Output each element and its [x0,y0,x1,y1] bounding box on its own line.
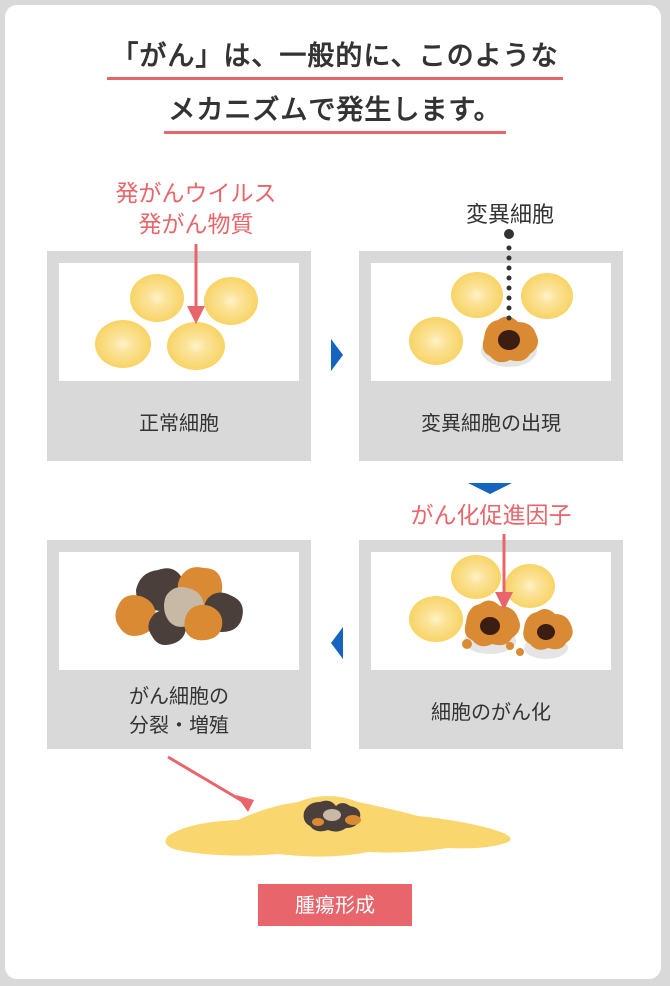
label-mutant-cell: 変異細胞 [465,203,554,228]
title-line-1: 「がん」は、一般的に、このような [0,34,670,80]
cancer-cell-cluster [115,567,243,645]
title-line-2: メカニズムで発生します。 [0,88,670,134]
label-carcinogen-virus: 発がんウイルス [115,181,277,207]
mutation-cells [409,272,573,367]
tumor-formation-badge: 腫瘍形成 [258,884,412,926]
panel-division-label-2: 分裂・増殖 [129,713,229,737]
carcinogen-arrow [187,244,205,324]
normal-cells [95,274,258,370]
panel-division-label-1: がん細胞の [129,684,229,708]
promoter-arrow [495,534,513,610]
tumor-arrow [167,755,254,812]
panel-normal-label: 正常細胞 [139,411,219,435]
flow-arrow-down [468,483,512,494]
mutant-cell-pointer [504,229,514,321]
panel-mutation-label: 変異細胞の出現 [421,411,561,435]
label-carcinogen-substance: 発がん物質 [138,212,254,238]
flow-arrow-left [331,627,343,659]
flow-arrow-right [331,339,343,371]
label-promoter: がん化促進因子 [410,503,572,529]
cancerization-cells [409,555,573,659]
panel-cancerization-label: 細胞のがん化 [431,700,551,724]
tumor-mass [165,796,511,857]
